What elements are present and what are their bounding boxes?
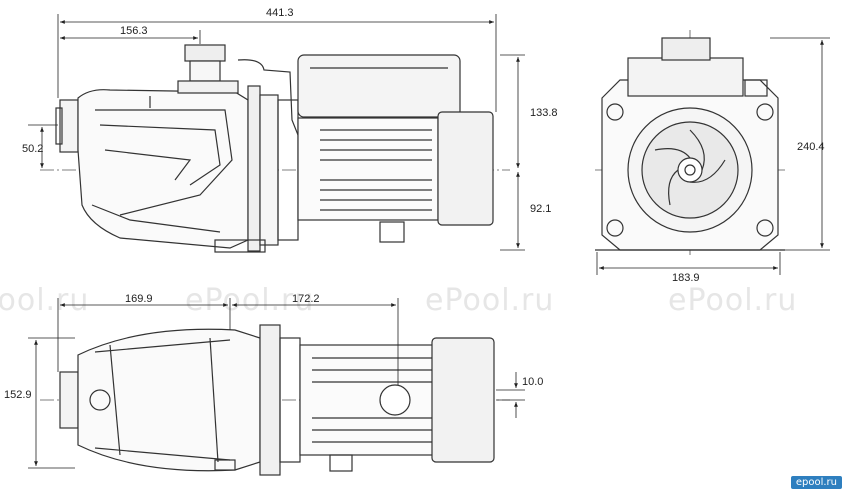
dim-plan-mid-length: 172.2 [292,293,320,305]
dim-plan-offset: 10.0 [522,376,543,388]
dim-front-height: 240.4 [797,141,825,153]
side-view-dimensions [28,14,525,251]
dim-front-width: 183.9 [672,272,700,284]
front-view-dimensions [596,37,830,275]
dim-plan-width: 152.9 [4,389,32,401]
watermark-4: ePool.ru [668,283,798,318]
side-view [40,44,510,253]
dim-bottom-height: 92.1 [530,203,551,215]
dim-overall-length: 441.3 [266,7,294,19]
plan-view [40,324,510,476]
dim-plan-left-length: 169.9 [125,293,153,305]
watermark-2: ePool.ru [185,283,315,318]
site-logo: epool.ru [790,476,842,489]
dim-inlet-axis: 50.2 [22,143,43,155]
dim-top-height: 133.8 [530,107,558,119]
front-view [595,30,785,255]
watermark-1: ePool.ru [0,283,90,318]
watermark-3: ePool.ru [425,283,555,318]
plan-view-dimensions [28,298,525,469]
dim-suction-to-inlet: 156.3 [120,25,148,37]
